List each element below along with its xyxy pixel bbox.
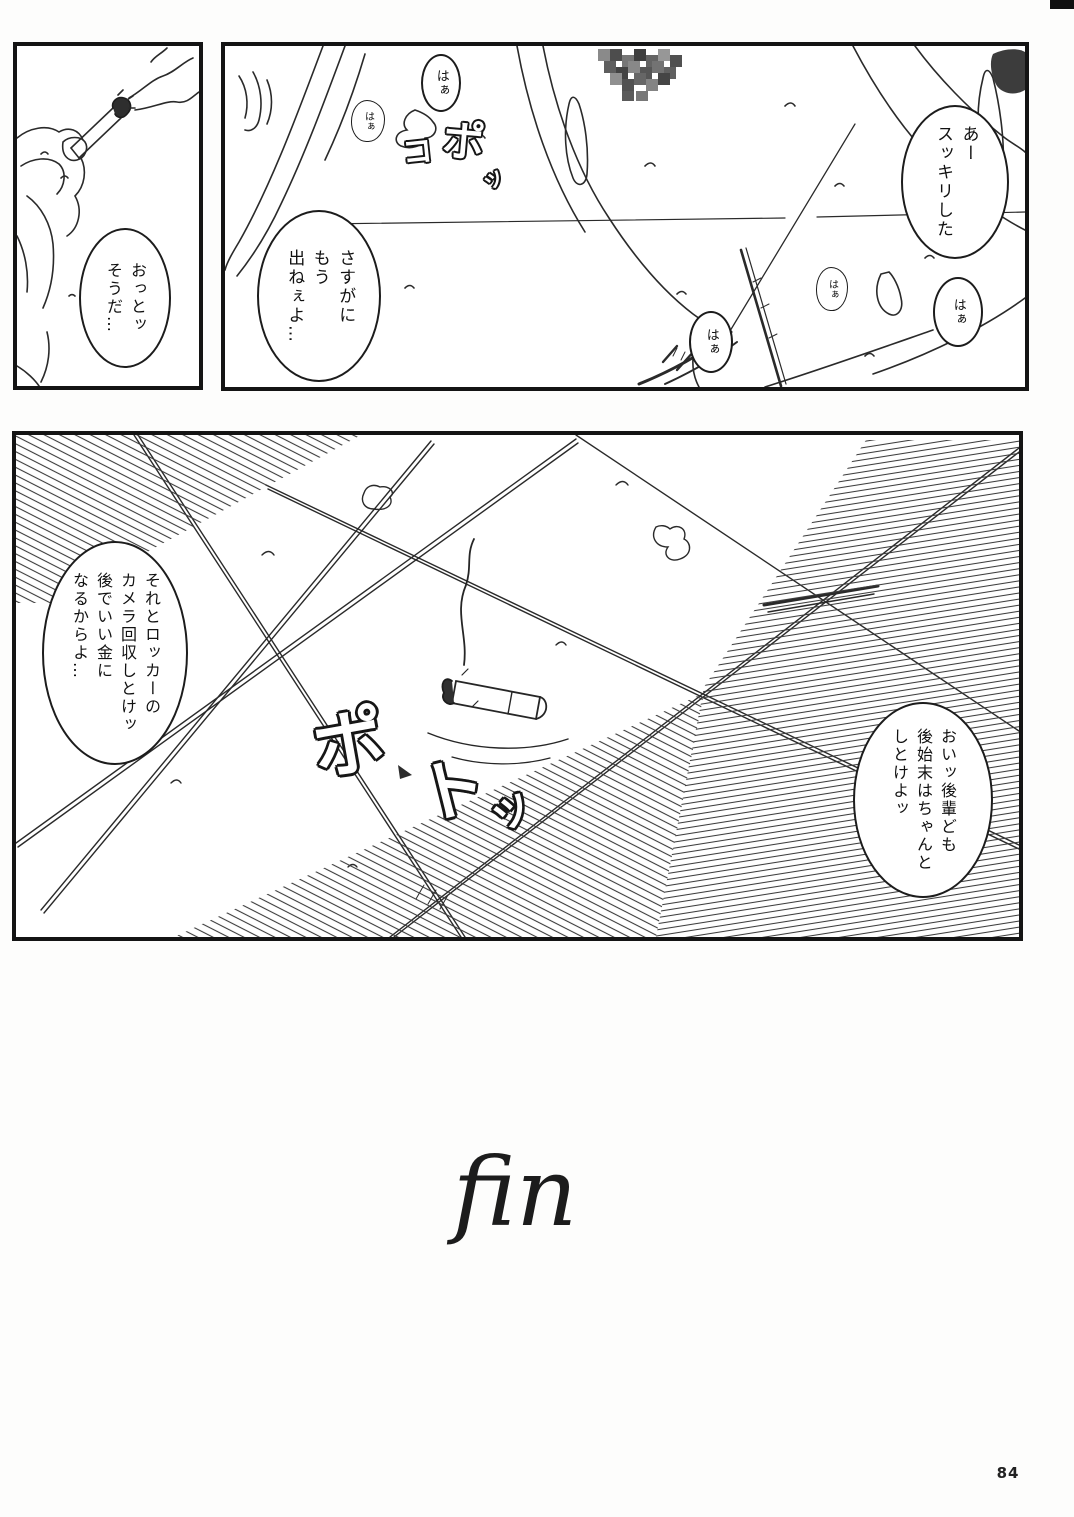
breath-text: はぁ: [703, 328, 719, 356]
breath-text: はぁ: [362, 111, 374, 131]
breath-text: はぁ: [950, 298, 966, 326]
page-number: 84: [996, 1464, 1020, 1482]
sfx-kopo-po: ポ: [440, 115, 487, 168]
falling-cigarette-drawing: [398, 538, 569, 779]
panel-3: ポ ト ッ それとロッカーの カメラ回収しとけッ 後でいい金に なるからよ… お…: [12, 431, 1023, 941]
breath-text: はぁ: [826, 279, 838, 299]
speech-text: おいッ後輩ども 後始末はちゃんと しとけよッ: [890, 728, 957, 872]
speech-bubble-sukkiri: あー スッキリした: [901, 105, 1009, 259]
dark-shadow-patch: [990, 49, 1025, 94]
hatch-bottom-sweep: [174, 693, 704, 937]
page-corner-mark: [1050, 0, 1074, 9]
end-mark: fin: [452, 1138, 578, 1248]
speech-bubble-sasugani: さすがに もう 出ねぇよ…: [257, 210, 381, 382]
breath-bubble-haa-5: はぁ: [689, 311, 733, 373]
speech-bubble-locker-camera: それとロッカーの カメラ回収しとけッ 後でいい金に なるからよ…: [42, 541, 188, 765]
sfx-kopo-ko: コ: [400, 133, 435, 172]
speech-text: さすがに もう 出ねぇよ…: [284, 248, 356, 344]
breath-bubble-haa-2: はぁ: [351, 100, 385, 142]
panel-1: おっとッ そうだ…: [13, 42, 203, 390]
panel-2: コ ポ ッ はぁ はぁ さすがに もう 出ねぇよ… あー スッキリした はぁ は…: [221, 42, 1029, 391]
breath-bubble-haa-4: はぁ: [816, 267, 848, 311]
breath-bubble-haa-1: はぁ: [421, 54, 461, 112]
speech-text: それとロッカーの カメラ回収しとけッ 後でいい金に なるからよ…: [70, 572, 161, 734]
speech-text: おっとッ そうだ…: [104, 262, 147, 334]
hand-cigarette-drawing: [17, 47, 199, 386]
speech-text: あー スッキリした: [933, 125, 979, 239]
speech-bubble-otto-souda: おっとッ そうだ…: [79, 228, 171, 368]
speech-bubble-kouhai: おいッ後輩ども 後始末はちゃんと しとけよッ: [853, 702, 993, 898]
breath-text: はぁ: [433, 69, 449, 97]
legs-floor-drawing: [225, 46, 1025, 387]
censor-mosaic: [598, 49, 682, 101]
breath-bubble-haa-3: はぁ: [933, 277, 983, 347]
